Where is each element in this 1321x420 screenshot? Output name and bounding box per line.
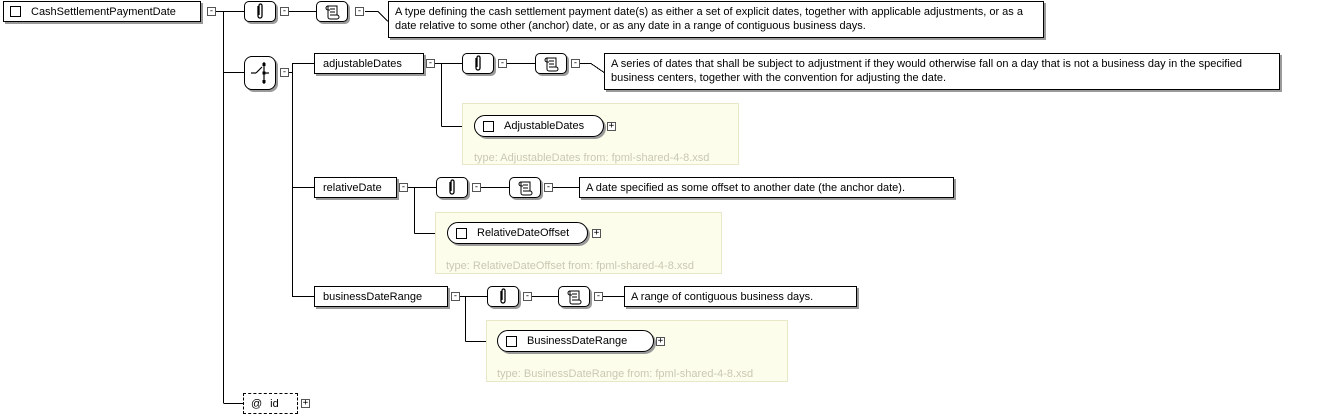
attribute-at-icon: @ — [251, 397, 263, 410]
element-documentation-text: A series of dates that shall be subject … — [604, 53, 1280, 90]
documentation-collapse-toggle[interactable]: - — [594, 291, 603, 301]
scroll-icon — [567, 290, 582, 304]
element-collapse-toggle[interactable]: - — [399, 182, 408, 192]
element-checkbox-icon — [483, 120, 494, 132]
element-checkbox-icon — [10, 6, 21, 17]
root-collapse-toggle[interactable]: - — [207, 6, 216, 16]
appinfo-annotation-node[interactable] — [244, 1, 276, 22]
appinfo-collapse-toggle[interactable]: - — [280, 6, 289, 16]
type-source-info: type: BusinessDateRange from: fpml-share… — [497, 368, 754, 380]
documentation-collapse-toggle[interactable]: - — [571, 58, 580, 68]
appinfo-collapse-toggle[interactable]: - — [472, 182, 481, 192]
scroll-icon — [518, 181, 533, 195]
documentation-collapse-toggle[interactable]: - — [355, 6, 364, 16]
choice-compositor-icon — [251, 62, 269, 84]
element-node-businessDateRange[interactable]: businessDateRange — [314, 286, 448, 307]
type-reference-node[interactable]: BusinessDateRange — [497, 330, 654, 352]
type-reference-label: AdjustableDates — [504, 120, 585, 132]
scroll-icon — [544, 57, 559, 71]
element-documentation-text: A date specified as some offset to anoth… — [579, 177, 954, 198]
type-reference-node[interactable]: AdjustableDates — [474, 115, 604, 137]
documentation-annotation-node[interactable] — [316, 1, 348, 22]
element-label: adjustableDates — [323, 57, 402, 70]
element-documentation-text: A range of contiguous business days. — [624, 286, 857, 307]
appinfo-collapse-toggle[interactable]: - — [523, 291, 532, 301]
paperclip-icon — [449, 179, 455, 195]
paperclip-icon — [257, 3, 263, 19]
type-expand-toggle[interactable]: + — [607, 121, 616, 131]
choice-compositor-node[interactable] — [244, 56, 276, 90]
type-source-info: type: AdjustableDates from: fpml-shared-… — [474, 152, 710, 164]
type-expand-toggle[interactable]: + — [656, 336, 665, 346]
root-element-label: CashSettlementPaymentDate — [31, 5, 176, 18]
type-source-info: type: RelativeDateOffset from: fpml-shar… — [446, 260, 695, 272]
documentation-collapse-toggle[interactable]: - — [544, 182, 553, 192]
paperclip-icon — [475, 55, 481, 71]
element-checkbox-icon — [456, 227, 467, 239]
type-reference-label: BusinessDateRange — [527, 335, 628, 347]
attribute-node-id[interactable]: @ id — [243, 393, 298, 414]
appinfo-annotation-node[interactable] — [462, 53, 494, 74]
scroll-icon — [325, 5, 340, 19]
paperclip-icon — [500, 288, 506, 304]
type-reference-node[interactable]: RelativeDateOffset — [447, 222, 588, 244]
choice-collapse-toggle[interactable]: - — [280, 67, 289, 77]
element-label: relativeDate — [323, 181, 382, 194]
element-label: businessDateRange — [323, 290, 423, 303]
attribute-expand-toggle[interactable]: + — [301, 398, 310, 408]
element-node-relativeDate[interactable]: relativeDate — [314, 177, 397, 198]
documentation-annotation-node[interactable] — [558, 286, 590, 307]
documentation-annotation-node[interactable] — [509, 177, 541, 198]
element-collapse-toggle[interactable]: - — [451, 291, 460, 301]
element-collapse-toggle[interactable]: - — [426, 58, 435, 68]
element-checkbox-icon — [506, 335, 517, 347]
appinfo-collapse-toggle[interactable]: - — [498, 58, 507, 68]
type-reference-label: RelativeDateOffset — [477, 227, 570, 239]
attribute-label: id — [270, 397, 279, 410]
documentation-annotation-node[interactable] — [535, 53, 567, 74]
appinfo-annotation-node[interactable] — [436, 177, 468, 198]
element-node-adjustableDates[interactable]: adjustableDates — [314, 53, 424, 74]
type-expand-toggle[interactable]: + — [592, 228, 601, 238]
root-documentation-text: A type defining the cash settlement paym… — [388, 1, 1044, 38]
root-element-node[interactable]: CashSettlementPaymentDate — [3, 1, 201, 22]
appinfo-annotation-node[interactable] — [487, 286, 519, 307]
